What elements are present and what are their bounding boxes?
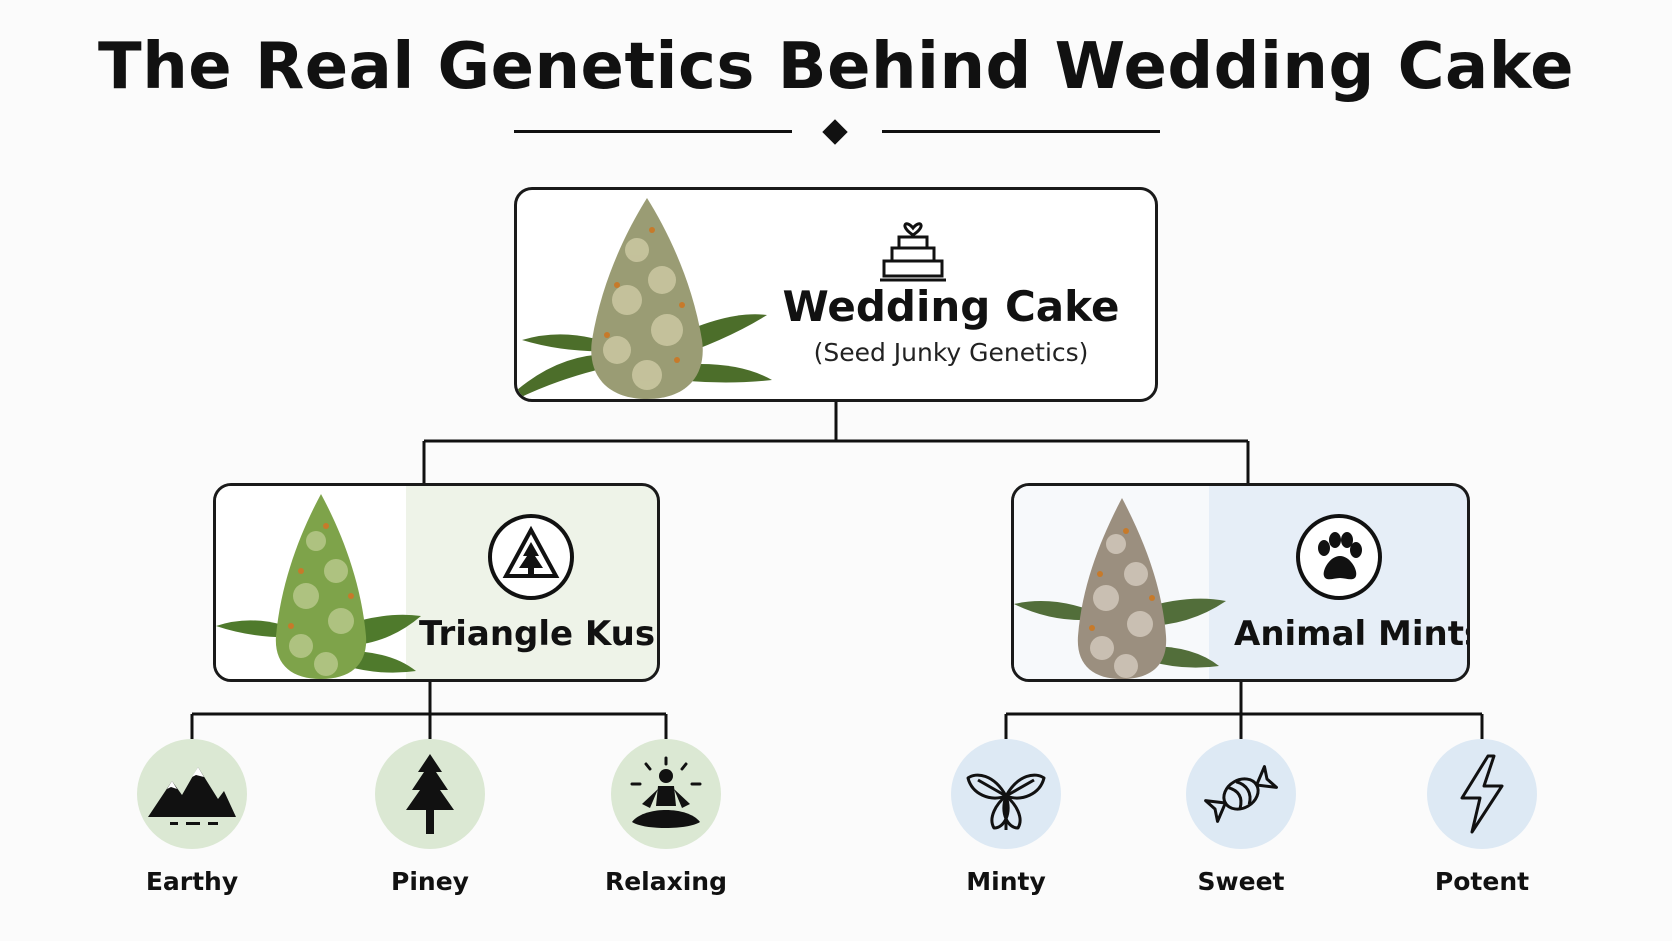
trait-label: Piney <box>391 867 469 896</box>
mint-leaves-icon <box>966 773 1046 830</box>
triangle-tree-icon <box>488 514 574 600</box>
lightning-bolt-icon <box>1460 754 1504 834</box>
wedding-cake-card: Wedding Cake (Seed Junky Genetics) <box>514 187 1158 402</box>
cannabis-bud-image <box>517 198 772 399</box>
trait-potent: Potent <box>1402 739 1562 896</box>
trait-label: Relaxing <box>604 867 728 896</box>
pine-tree-icon <box>406 754 454 834</box>
trait-piney: Piney <box>350 739 510 896</box>
title-divider-left <box>514 130 792 133</box>
trait-circle <box>611 739 721 849</box>
trait-circle <box>1186 739 1296 849</box>
mountains-icon <box>148 767 236 825</box>
trait-label: Potent <box>1434 867 1530 896</box>
title-divider-right <box>882 130 1160 133</box>
trait-minty: Minty <box>926 739 1086 896</box>
cannabis-bud-image <box>216 494 421 679</box>
wedding-cake-icon <box>880 222 946 282</box>
trait-label: Earthy <box>145 867 239 896</box>
trait-label: Sweet <box>1197 867 1285 896</box>
parent-strain-name: Triangle Kush <box>419 614 660 654</box>
trait-earthy: Earthy <box>112 739 272 896</box>
trait-circle <box>951 739 1061 849</box>
cannabis-bud-image <box>1014 498 1226 679</box>
trait-label: Minty <box>966 867 1046 896</box>
trait-relaxing: Relaxing <box>586 739 746 896</box>
trait-circle <box>137 739 247 849</box>
trait-circle <box>375 739 485 849</box>
candy-icon <box>1204 765 1278 823</box>
animal-mints-card: Animal Mints <box>1011 483 1470 682</box>
meditation-icon <box>630 756 702 828</box>
root-strain-name: Wedding Cake <box>782 282 1120 331</box>
page-title: The Real Genetics Behind Wedding Cake <box>98 30 1574 104</box>
trait-sweet: Sweet <box>1161 739 1321 896</box>
breeder-label: (Seed Junky Genetics) <box>813 338 1089 367</box>
paw-print-icon <box>1296 514 1382 600</box>
parent-strain-name: Animal Mints <box>1234 614 1470 654</box>
trait-circle <box>1427 739 1537 849</box>
triangle-kush-card: Triangle Kush <box>213 483 660 682</box>
